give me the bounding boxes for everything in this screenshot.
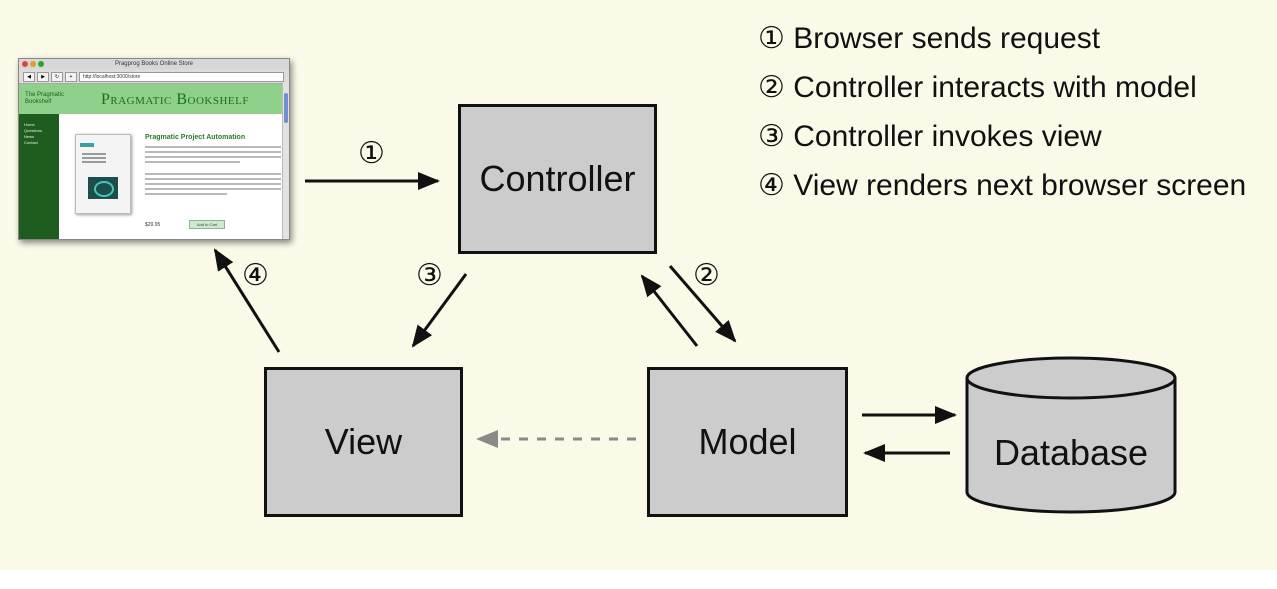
- back-icon: ◀: [23, 72, 35, 82]
- sidebar-item-home: Home: [24, 122, 35, 127]
- add-bookmark-icon: +: [65, 72, 77, 82]
- product-price: $29.95: [145, 222, 161, 228]
- reload-icon: ↻: [51, 72, 63, 82]
- legend-marker: ④: [758, 169, 785, 202]
- sidebar-item-news: News: [24, 134, 35, 139]
- product-description: [145, 146, 281, 198]
- legend-marker: ③: [758, 120, 785, 153]
- minimize-dot-icon: [30, 61, 36, 67]
- nav-buttons: ◀ ▶ ↻ +: [23, 72, 77, 82]
- book-cover-image: [75, 134, 131, 214]
- legend-text: Controller invokes view: [793, 120, 1102, 153]
- store-banner: The Pragmatic Bookshelf Pragmatic Booksh…: [19, 84, 289, 115]
- store-sidebar: Home Questions News Contact: [19, 114, 59, 239]
- zoom-dot-icon: [38, 61, 44, 67]
- controller-box: Controller: [458, 104, 657, 254]
- legend-item: ② Controller interacts with model: [758, 63, 1246, 112]
- legend-text: Browser sends request: [793, 22, 1101, 55]
- browser-scrollbar: [282, 83, 289, 239]
- controller-label: Controller: [479, 158, 636, 199]
- arrow-view-to-browser: [213, 248, 281, 353]
- store-logo: The Pragmatic Bookshelf: [25, 92, 65, 105]
- store-main: Pragmatic Project Automation $29.95 Add …: [59, 114, 289, 239]
- legend-text: Controller interacts with model: [793, 71, 1197, 104]
- arrow-controller-to-view: [411, 273, 468, 348]
- database-cylinder: [965, 356, 1177, 514]
- add-to-cart-button: Add to Cart: [189, 220, 225, 229]
- step-label-3: ③: [416, 259, 443, 292]
- step-label-1: ①: [358, 137, 385, 170]
- legend: ① Browser sends request ② Controller int…: [758, 14, 1246, 210]
- legend-marker: ①: [758, 22, 785, 55]
- arrow-controller-to-model: [668, 265, 737, 343]
- legend-item: ④ View renders next browser screen: [758, 161, 1246, 210]
- close-dot-icon: [22, 61, 28, 67]
- arrows-layer: [213, 172, 1177, 514]
- browser-scroll-thumb: [284, 93, 288, 123]
- browser-titlebar: Pragprog Books Online Store: [19, 59, 289, 69]
- view-label: View: [324, 421, 403, 462]
- product-title: Pragmatic Project Automation: [145, 134, 246, 141]
- browser-toolbar: ◀ ▶ ↻ + http://localhost:3000/store: [19, 69, 289, 84]
- sidebar-item-questions: Questions: [24, 128, 43, 133]
- step-label-4: ④: [242, 259, 269, 292]
- window-controls: [22, 61, 44, 67]
- view-box: View: [264, 367, 463, 517]
- browser-screenshot: Pragprog Books Online Store ◀ ▶ ↻ + http…: [18, 58, 290, 240]
- store-banner-title: Pragmatic Bookshelf: [101, 91, 249, 108]
- legend-item: ③ Controller invokes view: [758, 112, 1246, 161]
- arrow-model-to-controller: [640, 274, 699, 347]
- step-label-2: ②: [693, 259, 720, 292]
- legend-marker: ②: [758, 71, 785, 104]
- sidebar-item-contact: Contact: [24, 140, 38, 145]
- browser-window-title: Pragprog Books Online Store: [114, 61, 194, 67]
- model-box: Model: [647, 367, 848, 517]
- legend-text: View renders next browser screen: [793, 169, 1247, 202]
- model-label: Model: [698, 421, 797, 462]
- database-label: Database: [993, 432, 1149, 473]
- forward-icon: ▶: [37, 72, 49, 82]
- mvc-diagram: Controller View Model Database ① ② ③ ④ ①…: [0, 0, 1277, 570]
- legend-item: ① Browser sends request: [758, 14, 1246, 63]
- browser-url-bar: http://localhost:3000/store: [79, 72, 284, 82]
